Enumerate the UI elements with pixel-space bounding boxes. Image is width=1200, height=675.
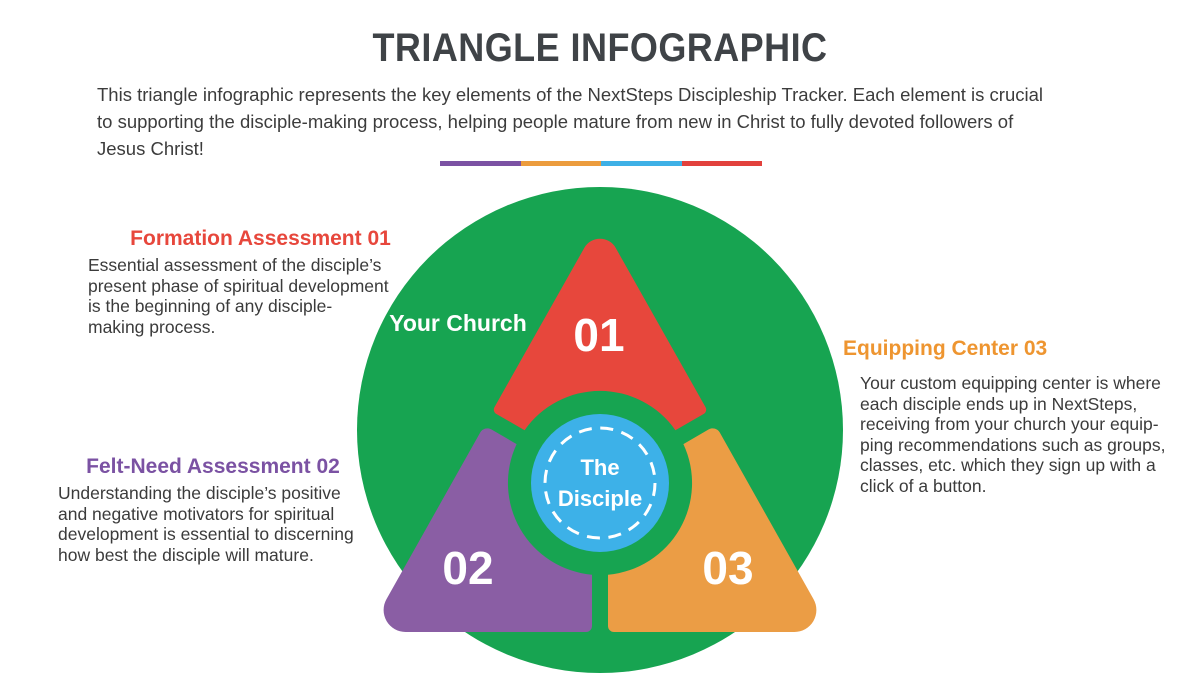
disciple-circle (531, 414, 669, 552)
divider-segment-blue (601, 161, 682, 166)
divider-bar (440, 161, 762, 166)
segment-01-number: 01 (573, 309, 624, 361)
segment-03-number: 03 (702, 542, 753, 594)
section-equipping-center: Equipping Center 03 Your custom equippin… (843, 337, 1193, 497)
segment-02-shape (383, 428, 592, 633)
disciple-label-line2: Disciple (558, 486, 642, 511)
segment-01-shape (493, 238, 707, 431)
section-felt-need-heading: Felt-Need Assessment 02 (86, 455, 340, 478)
your-church-label: Your Church (389, 310, 527, 336)
disciple-dashed-ring (543, 426, 657, 540)
segment-02-number: 02 (442, 542, 493, 594)
divider-segment-orange (520, 161, 601, 166)
section-formation-heading: Formation Assessment 01 (130, 227, 391, 250)
section-formation-assessment: Formation Assessment 01 Essential assess… (88, 227, 408, 337)
page-title: TRIANGLE INFOGRAPHIC (372, 26, 828, 70)
intro-text: This triangle infographic represents the… (97, 84, 1044, 159)
divider-segment-red (681, 161, 762, 166)
disciple-label-line1: The (580, 455, 619, 480)
segment-03-shape (608, 428, 817, 633)
section-felt-need-assessment: Felt-Need Assessment 02 Understanding th… (58, 455, 358, 565)
section-equipping-heading: Equipping Center 03 (843, 337, 1048, 360)
divider-segment-purple (440, 161, 521, 166)
